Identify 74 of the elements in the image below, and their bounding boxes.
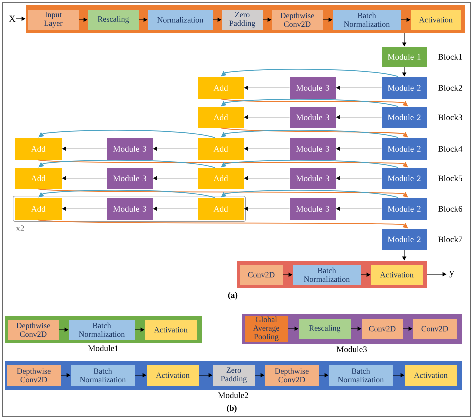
- module-caption: Module1: [88, 345, 118, 352]
- add-box: Add: [15, 198, 62, 220]
- module-box: Module 2: [382, 229, 427, 250]
- layer-box: Global Average Pooling: [245, 316, 288, 342]
- module-box: Module 1: [382, 47, 427, 67]
- curved-arrow: [38, 160, 408, 168]
- module-box: Module 2: [382, 138, 427, 160]
- add-box: Add: [198, 138, 244, 160]
- module-box: Module 3: [290, 138, 336, 160]
- add-box: Add: [198, 198, 244, 220]
- layer-box: Rescaling: [299, 319, 351, 339]
- add-box: Add: [198, 107, 244, 128]
- layer-box: Conv2D: [362, 319, 403, 339]
- module-box: Module 3: [107, 168, 153, 189]
- layer-box: Input Layer: [28, 10, 79, 30]
- block-label: Block4: [438, 146, 463, 152]
- layer-box: Activation: [145, 320, 197, 340]
- panel-label: (b): [227, 405, 237, 413]
- module-box: Module 3: [290, 77, 336, 99]
- module-box: Module 3: [107, 198, 153, 220]
- block-label: Block5: [438, 176, 462, 182]
- module-box: Module 2: [382, 77, 427, 99]
- module-box: Module 2: [382, 168, 427, 189]
- curved-arrow: [220, 128, 408, 138]
- layer-box: Conv2D: [240, 265, 283, 285]
- block-label: Block2: [438, 85, 462, 91]
- layer-box: Depthwise Conv2D: [8, 320, 59, 340]
- curved-arrow: [38, 160, 216, 168]
- layer-box: Zero Padding: [213, 365, 255, 386]
- panel-label: (a): [228, 292, 238, 300]
- curved-arrow: [38, 220, 408, 229]
- layer-box: Normalization: [148, 10, 213, 30]
- block-label: Block7: [438, 236, 462, 242]
- layer-box: Activation: [405, 365, 457, 386]
- curved-arrow: [221, 160, 399, 168]
- add-box: Add: [15, 168, 62, 189]
- input-label: X: [9, 16, 16, 22]
- add-box: Add: [198, 168, 244, 189]
- layer-box: Batch Normalization: [69, 320, 135, 340]
- module-box: Module 2: [382, 198, 427, 220]
- add-box: Add: [15, 138, 62, 160]
- layer-box: Batch Normalization: [333, 10, 401, 30]
- module-box: Module 3: [290, 168, 336, 189]
- module-box: Module 3: [290, 107, 336, 128]
- module-caption: Module2: [218, 392, 248, 398]
- block-label: Block6: [438, 206, 462, 212]
- layer-box: Depthwise Conv2D: [265, 365, 319, 386]
- layer-box: Depthwise Conv2D: [7, 365, 61, 386]
- layer-box: Batch Normalization: [329, 365, 393, 386]
- curved-arrow: [220, 98, 408, 107]
- layer-box: Activation: [411, 10, 461, 30]
- module-box: Module 2: [382, 107, 427, 128]
- curved-arrow: [221, 190, 399, 198]
- curved-arrow: [38, 188, 408, 198]
- layer-box: Conv2D: [413, 319, 457, 339]
- layer-box: Batch Normalization: [293, 265, 361, 285]
- curved-arrow: [221, 130, 399, 138]
- layer-box: Batch Normalization: [71, 365, 135, 386]
- layer-box: Activation: [147, 365, 199, 386]
- layer-box: Depthwise Conv2D: [272, 10, 323, 30]
- layer-box: Activation: [371, 265, 423, 285]
- block-label: Block1: [438, 54, 462, 60]
- block-label: Block3: [438, 114, 462, 120]
- curved-arrow: [221, 99, 399, 108]
- module-box: Module 3: [290, 198, 336, 220]
- curved-arrow: [221, 69, 399, 78]
- curved-arrow: [38, 130, 216, 138]
- layer-box: Rescaling: [88, 10, 139, 30]
- module-caption: Module3: [336, 346, 368, 352]
- output-label: y: [450, 271, 454, 278]
- curved-arrow: [38, 190, 216, 198]
- layer-box: Zero Padding: [222, 10, 263, 30]
- module-box: Module 3: [107, 138, 153, 160]
- add-box: Add: [198, 77, 244, 99]
